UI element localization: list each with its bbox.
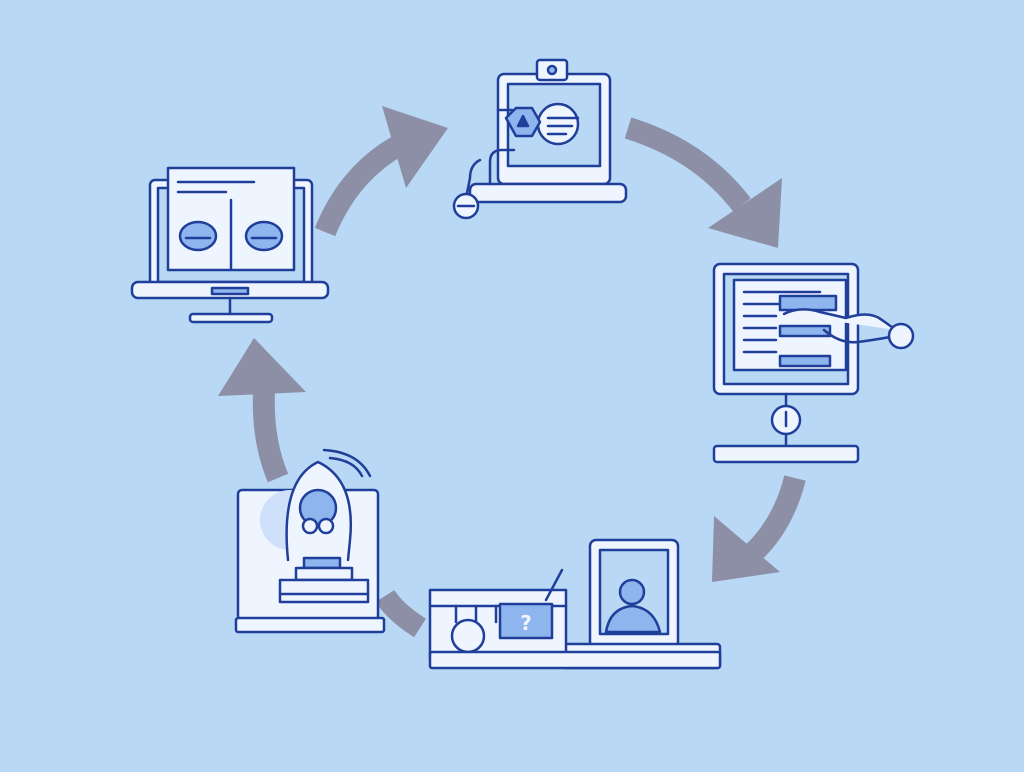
arrow-bottom [375, 589, 427, 638]
robot-head-icon [234, 448, 386, 634]
arrow-left [218, 338, 306, 483]
workstation-profile-icon: ? [428, 538, 722, 670]
clipboard-robot-arm-icon [452, 58, 628, 220]
monitor-pointing-hand-icon [712, 262, 915, 464]
question-mark-label: ? [520, 611, 532, 635]
arrow-top-left [314, 106, 448, 237]
arrow-right [712, 475, 806, 582]
arrow-top-right [624, 117, 782, 248]
monitor-with-eyes-icon [130, 166, 330, 324]
